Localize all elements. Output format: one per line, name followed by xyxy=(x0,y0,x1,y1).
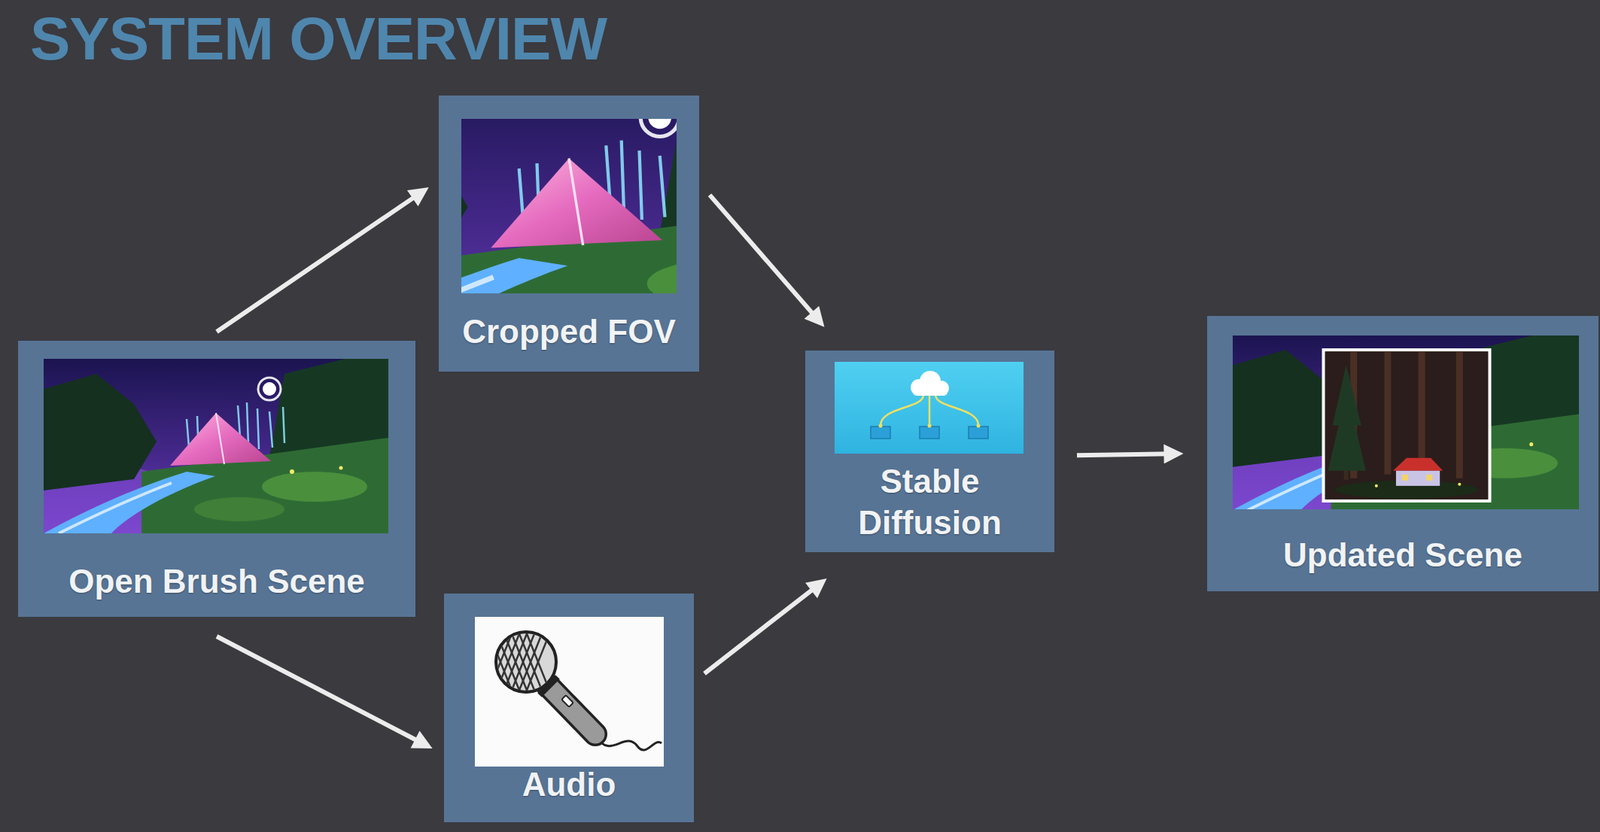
art-shape xyxy=(58,483,172,534)
art-shape xyxy=(935,395,979,426)
art-shape xyxy=(500,624,531,700)
model-box: Stable Diffusion xyxy=(805,350,1055,553)
art-shape xyxy=(461,118,677,294)
model-icon xyxy=(834,361,1024,454)
art-shape xyxy=(1393,458,1443,472)
art-shape xyxy=(490,158,663,248)
art-shape xyxy=(339,466,344,471)
art-shape xyxy=(474,617,664,767)
art-shape xyxy=(880,395,979,426)
node-illustration xyxy=(834,361,1024,454)
art-shape xyxy=(879,424,883,429)
art-shape xyxy=(269,411,273,448)
art-shape xyxy=(495,632,557,693)
art-shape xyxy=(870,426,989,439)
art-shape xyxy=(1322,348,1492,503)
node-label: Cropped FOV xyxy=(438,310,700,353)
node-illustration xyxy=(1232,335,1579,510)
art-shape xyxy=(1328,365,1366,472)
art-shape xyxy=(596,737,662,751)
node-illustration xyxy=(43,358,389,534)
art-shape xyxy=(1456,351,1464,479)
scene-render xyxy=(43,358,389,534)
art-shape xyxy=(258,377,281,401)
art-shape xyxy=(568,158,584,246)
art-shape xyxy=(461,258,568,294)
fov-box: Cropped FOV xyxy=(438,95,700,372)
art-shape xyxy=(262,382,277,396)
art-shape xyxy=(1344,471,1349,481)
art-shape xyxy=(495,632,557,693)
node-label: Audio xyxy=(444,763,694,806)
art-shape xyxy=(1353,351,1461,479)
art-shape xyxy=(1418,351,1426,475)
art-shape xyxy=(261,471,368,502)
flow-arrow xyxy=(216,636,420,743)
art-shape xyxy=(461,118,677,294)
art-shape xyxy=(910,371,950,396)
art-shape xyxy=(647,258,677,294)
audio-box: Audio xyxy=(444,593,694,823)
art-shape xyxy=(1384,351,1391,475)
art-shape xyxy=(1396,471,1440,487)
art-shape xyxy=(927,424,932,429)
flow-arrow xyxy=(704,587,816,674)
flow-arrow xyxy=(709,194,816,317)
art-shape xyxy=(647,118,672,129)
scene-render xyxy=(461,118,677,294)
flow-arrow xyxy=(216,194,417,332)
flow-arrow xyxy=(1076,453,1170,456)
art-shape xyxy=(968,426,989,439)
node-label: Updated Scene xyxy=(1207,534,1599,576)
art-shape xyxy=(257,408,259,450)
art-shape xyxy=(43,358,389,534)
diagram-title: SYSTEM OVERVIEW xyxy=(30,6,607,73)
art-shape xyxy=(43,471,216,534)
art-shape xyxy=(1402,474,1409,481)
art-shape xyxy=(870,426,891,439)
art-shape xyxy=(461,277,494,295)
art-shape xyxy=(834,361,1024,454)
art-shape xyxy=(621,140,624,214)
art-shape xyxy=(1426,474,1433,481)
node-label: Open Brush Scene xyxy=(18,560,416,603)
node-illustration xyxy=(461,118,677,294)
art-shape xyxy=(477,624,508,700)
updated-render xyxy=(1232,335,1579,510)
art-shape xyxy=(474,624,493,700)
art-shape xyxy=(289,469,295,475)
art-shape xyxy=(547,684,596,735)
scene-box: Open Brush Scene xyxy=(18,340,416,618)
result-box: Updated Scene xyxy=(1207,316,1599,592)
art-shape xyxy=(547,684,596,735)
art-shape xyxy=(561,695,574,708)
art-shape xyxy=(282,407,285,444)
art-shape xyxy=(640,118,677,137)
art-shape xyxy=(912,387,948,396)
art-shape xyxy=(1529,442,1534,447)
art-shape xyxy=(500,624,531,700)
node-illustration xyxy=(474,617,664,767)
node-label: Stable Diffusion xyxy=(836,460,1025,544)
art-shape xyxy=(43,358,389,534)
art-shape xyxy=(880,395,924,426)
art-shape xyxy=(215,413,225,465)
art-shape xyxy=(1374,484,1378,488)
microphone-icon xyxy=(474,617,664,767)
art-shape xyxy=(976,424,981,429)
art-shape xyxy=(170,413,271,466)
art-shape xyxy=(639,150,642,220)
art-shape xyxy=(194,497,285,522)
art-shape xyxy=(879,424,981,429)
art-shape xyxy=(1325,351,1489,500)
art-shape xyxy=(43,374,157,491)
art-shape xyxy=(477,624,508,700)
art-shape xyxy=(919,426,940,439)
art-shape xyxy=(928,395,931,426)
art-shape xyxy=(474,624,493,700)
art-shape xyxy=(1457,483,1461,487)
art-shape xyxy=(246,402,249,446)
art-shape xyxy=(660,155,666,218)
